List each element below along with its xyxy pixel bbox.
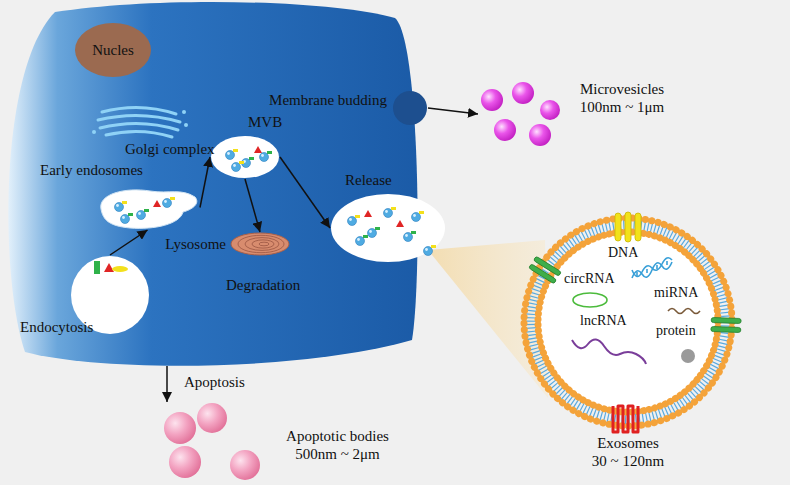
node-text: Early endosomes — [40, 161, 170, 179]
node-text: Degradation — [226, 276, 336, 294]
membrane-bud-outline — [392, 90, 428, 126]
node-text: Release — [345, 171, 415, 189]
early-endosome-outline — [95, 185, 200, 230]
node-text: Lysosome — [156, 235, 226, 253]
cargo-label: miRNA — [654, 284, 698, 302]
lysosome: LysosomeDegradation — [230, 232, 290, 256]
membrane-bud: Membrane budding — [392, 90, 428, 126]
organelle-label: Golgi complex — [125, 140, 215, 158]
node-text: Microvesicles 100nm ~ 1μm — [570, 80, 674, 116]
nucleus-shape: Nucles — [74, 22, 152, 78]
cargo-label: lncRNA — [580, 312, 627, 330]
release-vesicle-outline — [330, 193, 446, 263]
process-label: Apoptosis — [184, 373, 245, 391]
flow-arrow — [428, 108, 478, 114]
node-text: Endocytosis — [20, 318, 115, 336]
release-vesicle: Release — [330, 193, 446, 263]
multivesicular-body-outline — [210, 135, 280, 179]
flow-arrow — [245, 179, 260, 232]
cargo-label: protein — [656, 322, 696, 340]
cell-body — [8, 2, 417, 366]
zoom-cone — [428, 240, 548, 398]
lysosome-outline — [230, 232, 290, 256]
flow-arrow — [110, 230, 148, 255]
endocytic-vesicle: Endocytosis — [70, 255, 150, 335]
flow-arrow — [280, 157, 330, 228]
node-text: Membrane budding — [242, 91, 387, 109]
early-endosome: Early endosomes — [95, 185, 200, 230]
apoptotic-bodies: Apoptotic bodies 500nm ~ 2μm — [160, 405, 265, 483]
flow-arrow — [200, 157, 210, 208]
node-text: Exosomes 30 ~ 120nm — [588, 434, 668, 470]
multivesicular-body: MVB — [210, 135, 280, 179]
golgi-complex — [92, 107, 188, 137]
node-text: Apoptotic bodies 500nm ~ 2μm — [280, 427, 395, 463]
cargo-label: circRNA — [564, 270, 615, 288]
apoptotic-bodies-outline — [160, 405, 265, 483]
node-text: MVB — [248, 113, 298, 131]
node-text: Nucles — [74, 41, 152, 59]
microvesicles: Microvesicles 100nm ~ 1μm — [478, 80, 562, 148]
apoptosis-arrow — [166, 366, 168, 402]
microvesicles-outline — [478, 80, 562, 148]
cargo-label: DNA — [608, 244, 638, 262]
